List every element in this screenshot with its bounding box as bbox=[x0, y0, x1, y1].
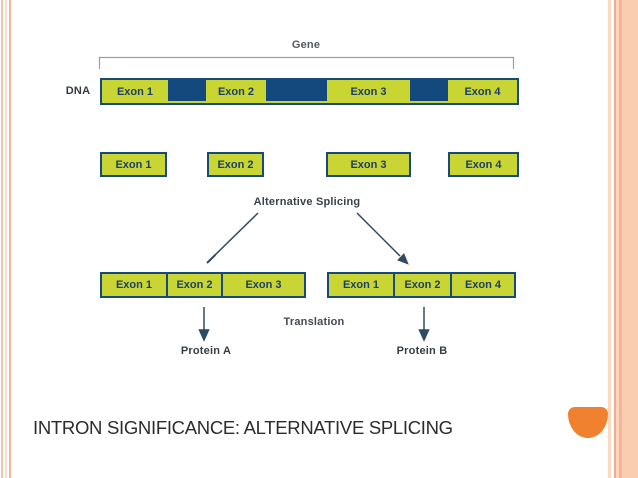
alt-splicing-arrow-left-head bbox=[206, 254, 216, 264]
mrna-variant-b: Exon 1 Exon 2 Exon 4 bbox=[327, 272, 516, 298]
protein-a-label: Protein A bbox=[180, 345, 232, 357]
free-exon-2: Exon 2 bbox=[207, 152, 264, 177]
free-exon-1: Exon 1 bbox=[100, 152, 167, 177]
dna-exon-4: Exon 4 bbox=[448, 80, 517, 103]
variant-b-exon-1: Exon 1 bbox=[342, 279, 380, 291]
alt-splicing-arrow-left-shaft bbox=[213, 212, 259, 257]
alternative-splicing-label: Alternative Splicing bbox=[253, 196, 361, 208]
right-edge-band bbox=[622, 0, 638, 478]
variant-b-exon-4: Exon 4 bbox=[450, 274, 514, 296]
accent-half-oval bbox=[568, 407, 608, 438]
free-exon-3: Exon 3 bbox=[326, 152, 411, 177]
slide-title: INTRON SIGNIFICANCE: ALTERNATIVE SPLICIN… bbox=[33, 417, 453, 438]
variant-a-exon-2: Exon 2 bbox=[166, 274, 221, 296]
left-edge-rule-2 bbox=[5, 0, 7, 478]
dna-gene-bar: Exon 1 Exon 2 Exon 3 Exon 4 bbox=[100, 78, 519, 105]
variant-a-exon-1: Exon 1 bbox=[115, 279, 153, 291]
translation-label: Translation bbox=[283, 316, 345, 328]
translation-arrow-b-head bbox=[418, 329, 430, 342]
gene-bracket bbox=[98, 56, 515, 69]
right-edge-rule-2 bbox=[614, 0, 616, 478]
right-edge-rule-3 bbox=[616, 0, 619, 478]
intron-segment-2 bbox=[266, 80, 327, 101]
alt-splicing-arrow-right-head bbox=[397, 253, 409, 265]
intron-segment-3 bbox=[410, 80, 448, 101]
dna-exon-2: Exon 2 bbox=[206, 80, 266, 103]
variant-b-exon-2: Exon 2 bbox=[393, 274, 450, 296]
intron-segment-1 bbox=[168, 80, 206, 101]
alt-splicing-arrow-right-shaft bbox=[356, 212, 401, 257]
left-edge-rule-3 bbox=[9, 0, 11, 478]
protein-b-label: Protein B bbox=[396, 345, 448, 357]
dna-exon-3: Exon 3 bbox=[327, 80, 410, 103]
variant-a-exon-3: Exon 3 bbox=[221, 274, 304, 296]
translation-arrow-a-head bbox=[198, 329, 210, 342]
dna-exon-1: Exon 1 bbox=[102, 80, 168, 103]
dna-label: DNA bbox=[65, 85, 91, 97]
right-edge-rule-4 bbox=[619, 0, 622, 478]
free-exon-4: Exon 4 bbox=[448, 152, 519, 177]
left-edge-rule-1 bbox=[1, 0, 3, 478]
right-edge-rule-1 bbox=[608, 0, 611, 478]
mrna-variant-a: Exon 1 Exon 2 Exon 3 bbox=[100, 272, 306, 298]
gene-label: Gene bbox=[291, 39, 321, 51]
